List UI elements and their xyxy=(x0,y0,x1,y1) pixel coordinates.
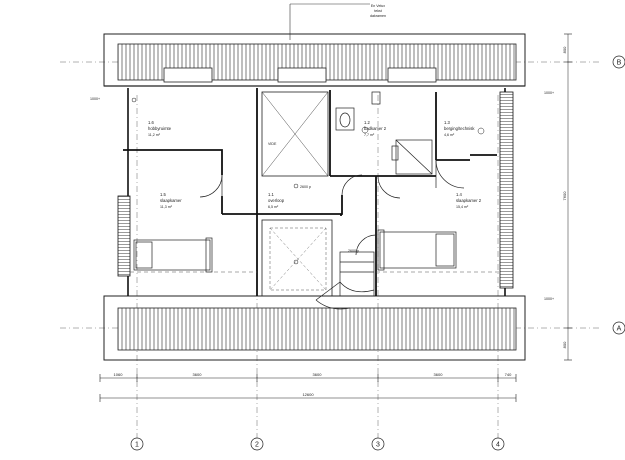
room-1-5-number: 1.5 xyxy=(160,192,166,197)
bed-right xyxy=(377,229,457,271)
axis-label-3: 3 xyxy=(376,442,380,449)
interior-walls xyxy=(123,88,497,296)
roof-top xyxy=(103,33,526,87)
axis-bubbles-bottom: 1 2 3 4 xyxy=(130,437,505,451)
void-label: VIDE xyxy=(268,142,277,146)
dim-bottom-4: 3600 xyxy=(434,372,444,377)
bathroom-fixtures xyxy=(335,91,433,175)
staircase xyxy=(315,251,375,310)
outer-walls xyxy=(117,88,514,296)
dim-bottom-5: 740 xyxy=(505,372,512,377)
dim-bottom-3: 3600 xyxy=(313,372,323,377)
roof-bottom xyxy=(103,295,526,361)
room-1-4-area: 15,4 m² xyxy=(456,205,469,209)
level-label-1: 2600 p xyxy=(300,185,311,189)
room-1-4-name: slaapkamer 2 xyxy=(456,198,482,203)
axis-label-2: 2 xyxy=(255,442,259,449)
room-1-3-name: berging/technisk xyxy=(444,126,475,131)
bed-left xyxy=(133,237,213,273)
axis-bubbles-right: B A xyxy=(612,55,625,335)
note-line-3: dakramen xyxy=(370,14,386,18)
room-1-2-area: 7,7 m² xyxy=(364,133,375,137)
velux-note: En Velux tekst dakramen xyxy=(289,3,386,40)
void-area: VIDE xyxy=(261,91,329,177)
axis-label-b: B xyxy=(617,60,622,67)
room-1-1-area: 6,5 m² xyxy=(268,205,279,209)
room-1-1-name: overloop xyxy=(268,198,285,203)
level-markers: 2600 p 2600 p 1000+ 1000+ 1000+ xyxy=(90,91,554,301)
axis-label-a: A xyxy=(617,326,622,333)
right-level-bottom: 1000+ xyxy=(544,297,554,301)
room-1-6-name: hobbyruimte xyxy=(148,126,172,131)
room-labels: 1.6 hobbyruimte 11,2 m² 1.2 badkamer 2 7… xyxy=(148,120,482,209)
room-1-5-area: 11,3 m² xyxy=(160,205,173,209)
left-level: 1000+ xyxy=(90,97,100,101)
lower-shaft xyxy=(261,219,333,297)
room-1-3-number: 1.3 xyxy=(444,120,450,125)
dimension-chain-right: 800 7600 800 xyxy=(562,33,572,361)
dim-right-3: 800 xyxy=(562,341,567,348)
axis-label-1: 1 xyxy=(135,442,139,449)
level-label-2: 2600 p xyxy=(348,249,359,253)
room-1-1-number: 1.1 xyxy=(268,192,274,197)
note-line-2: tekst xyxy=(374,9,382,13)
doors xyxy=(199,159,465,256)
room-1-3-area: 4,6 m² xyxy=(444,133,455,137)
dim-right-2: 7600 xyxy=(562,191,567,201)
note-line-1: En Velux xyxy=(371,4,385,8)
room-1-2-name: badkamer 2 xyxy=(364,126,387,131)
dim-total: 12600 xyxy=(302,392,314,397)
dimension-chain-bottom: 1060 3600 3600 3600 740 12600 xyxy=(99,372,517,402)
dim-right-1: 800 xyxy=(562,46,567,53)
dim-bottom-1: 1060 xyxy=(114,372,124,377)
room-1-2-number: 1.2 xyxy=(364,120,370,125)
room-1-5-name: slaapkamer xyxy=(160,198,182,203)
right-level-top: 1000+ xyxy=(544,91,554,95)
axis-label-4: 4 xyxy=(496,442,500,449)
room-1-6-area: 11,2 m² xyxy=(148,133,161,137)
room-1-6-number: 1.6 xyxy=(148,120,154,125)
dim-bottom-2: 3600 xyxy=(193,372,203,377)
room-1-4-number: 1.4 xyxy=(456,192,462,197)
